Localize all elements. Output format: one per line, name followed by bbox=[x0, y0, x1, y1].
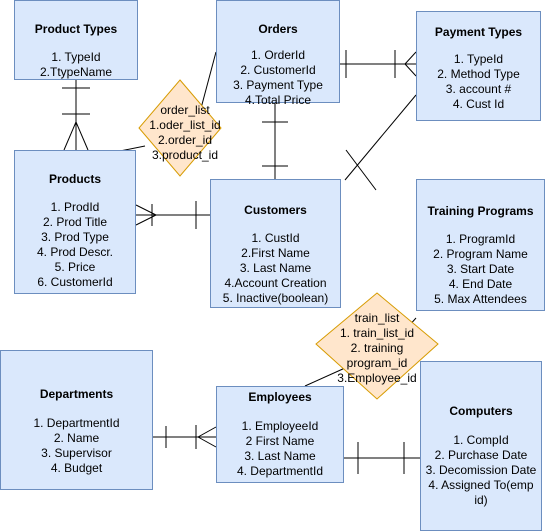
order-list-diamond bbox=[138, 79, 222, 177]
products-attr: 5. Price bbox=[54, 260, 96, 274]
orders-entity[interactable]: Orders 1. OrderId 2. CustomerId 3. Payme… bbox=[216, 0, 340, 107]
orders-attr: 4.Total Price bbox=[244, 93, 312, 107]
customers-title: Customers bbox=[244, 203, 307, 217]
training-programs-attr: 5. Max Attendees bbox=[434, 292, 527, 306]
orders-title: Orders bbox=[258, 22, 298, 36]
computers-attr: 4. Assigned To(emp bbox=[428, 478, 534, 492]
products-attr: 4. Prod Descr. bbox=[36, 245, 114, 259]
orders-attr: 2. CustomerId bbox=[240, 63, 316, 77]
train-list-diamond bbox=[315, 292, 439, 400]
train-list-relation[interactable]: train_list 1. train_list_id 2. training … bbox=[327, 311, 427, 386]
relation-line: 2.order_id bbox=[157, 133, 213, 147]
computers-attr: 2. Purchase Date bbox=[434, 448, 528, 462]
order-list-relation[interactable]: order_list 1.oder_list_id 2.order_id 3.p… bbox=[140, 103, 230, 163]
customers-attr: 3. Last Name bbox=[239, 261, 312, 275]
customers-attr: 5. Inactive(boolean) bbox=[222, 291, 329, 305]
orders-attr: 1. OrderId bbox=[250, 48, 306, 62]
computers-entity[interactable]: Computers 1. CompId 2. Purchase Date 3. … bbox=[420, 361, 542, 531]
product-types-attr: 2.TtypeName bbox=[39, 65, 113, 79]
relation-line: program_id bbox=[346, 356, 408, 370]
computers-attr: 3. Decomission Date bbox=[425, 463, 537, 477]
payment-types-entity[interactable]: Payment Types 1. TypeId 2. Method Type 3… bbox=[416, 11, 541, 121]
relation-line: 2. training bbox=[350, 341, 404, 355]
products-attr: 1. ProdId bbox=[50, 200, 100, 214]
employees-attr: 3. Last Name bbox=[244, 449, 316, 463]
employees-attr: 1. EmployeeId bbox=[241, 419, 319, 433]
departments-attr: 4. Budget bbox=[50, 461, 103, 475]
training-programs-attr: 2. Program Name bbox=[433, 247, 528, 261]
products-attr: 6. CustomerId bbox=[37, 275, 113, 289]
training-programs-attr: 1. ProgramId bbox=[445, 232, 516, 246]
payment-types-attr: 3. account # bbox=[445, 82, 512, 96]
departments-title: Departments bbox=[39, 387, 114, 401]
product-types-entity[interactable]: Product Types 1. TypeId 2.TtypeName bbox=[14, 0, 138, 80]
product-types-title: Product Types bbox=[34, 22, 118, 36]
relation-line: 3.Employee_id bbox=[337, 371, 417, 385]
payment-types-attr: 2. Method Type bbox=[437, 67, 520, 81]
customers-attr: 1. CustId bbox=[251, 231, 300, 245]
training-programs-entity[interactable]: Training Programs 1. ProgramId 2. Progra… bbox=[416, 179, 545, 311]
departments-attr: 3. Supervisor bbox=[41, 446, 112, 460]
payment-types-attr: 4. Cust Id bbox=[452, 97, 505, 111]
payment-types-attr: 1. TypeId bbox=[453, 52, 504, 66]
customers-attr: 4.Account Creation bbox=[224, 276, 327, 290]
computers-title: Computers bbox=[449, 404, 513, 418]
training-programs-attr: 3. Start Date bbox=[446, 262, 515, 276]
employees-entity[interactable]: Employees 1. EmployeeId 2 First Name 3. … bbox=[216, 386, 344, 483]
relation-line: train_list bbox=[354, 311, 400, 325]
customers-entity[interactable]: Customers 1. CustId 2.First Name 3. Last… bbox=[210, 179, 341, 308]
departments-attr: 2. Name bbox=[53, 431, 100, 445]
relation-line: 3.product_id bbox=[151, 148, 219, 162]
products-attr: 3. Prod Type bbox=[41, 230, 109, 244]
training-programs-attr: 4. End Date bbox=[448, 277, 513, 291]
payment-types-title: Payment Types bbox=[434, 25, 523, 39]
employees-title: Employees bbox=[248, 390, 312, 404]
employees-attr: 2 First Name bbox=[245, 434, 315, 448]
product-types-attr: 1. TypeId bbox=[51, 50, 101, 64]
products-entity[interactable]: Products 1. ProdId 2. Prod Title 3. Prod… bbox=[14, 150, 136, 294]
relation-line: 1.oder_list_id bbox=[149, 118, 221, 132]
relation-line: order_list bbox=[160, 103, 210, 117]
products-title: Products bbox=[48, 172, 101, 186]
employees-attr: 4. DepartmentId bbox=[236, 464, 324, 478]
computers-attr: 1. CompId bbox=[453, 433, 509, 447]
orders-attr: 3. Payment Type bbox=[233, 78, 323, 92]
relation-line: 1. train_list_id bbox=[339, 326, 415, 340]
customers-attr: 2.First Name bbox=[241, 246, 310, 260]
products-attr: 2. Prod Title bbox=[42, 215, 108, 229]
training-programs-title: Training Programs bbox=[427, 204, 534, 218]
computers-attr: id) bbox=[474, 493, 488, 507]
departments-entity[interactable]: Departments 1. DepartmentId 2. Name 3. S… bbox=[0, 350, 153, 490]
departments-attr: 1. DepartmentId bbox=[33, 416, 120, 430]
